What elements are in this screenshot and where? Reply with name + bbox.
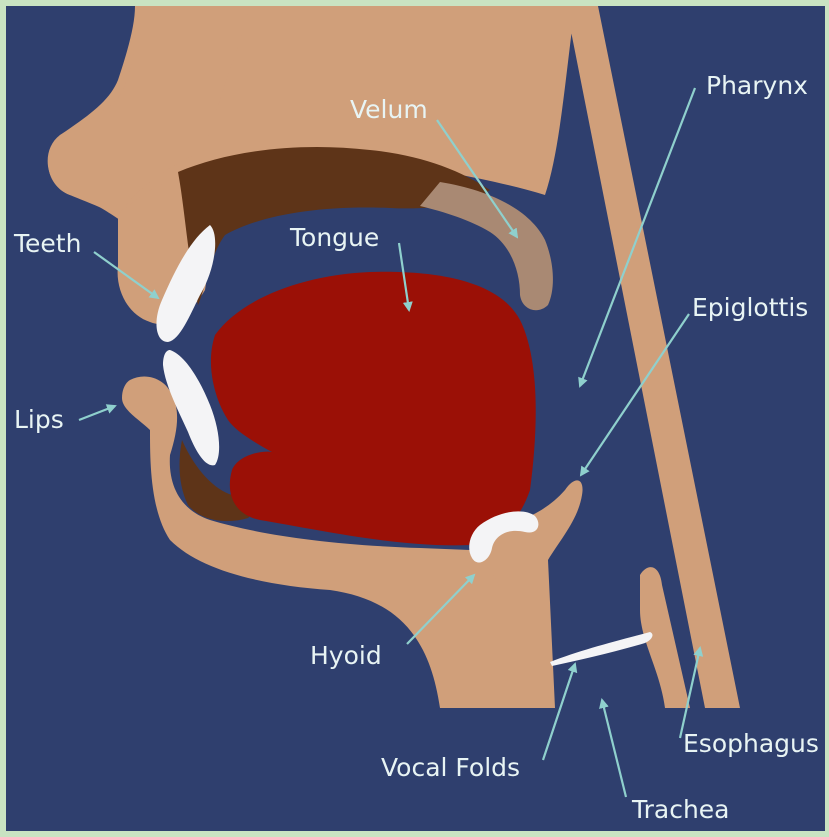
- vocal-tract-diagram: Velum Pharynx Teeth Tongue Epiglottis Li…: [6, 6, 825, 831]
- vocal-folds-label: Vocal Folds: [381, 753, 520, 782]
- epiglottis-label: Epiglottis: [692, 293, 808, 322]
- esophagus-label: Esophagus: [683, 729, 819, 758]
- velum-label: Velum: [350, 95, 428, 124]
- trachea-label: Trachea: [631, 795, 730, 824]
- tongue-label: Tongue: [289, 223, 379, 252]
- pharynx-label: Pharynx: [706, 71, 808, 100]
- hyoid-label: Hyoid: [310, 641, 382, 670]
- diagram-frame: Velum Pharynx Teeth Tongue Epiglottis Li…: [6, 6, 825, 831]
- teeth-label: Teeth: [13, 229, 81, 258]
- tongue-shape: [211, 272, 536, 546]
- lips-label: Lips: [14, 405, 64, 434]
